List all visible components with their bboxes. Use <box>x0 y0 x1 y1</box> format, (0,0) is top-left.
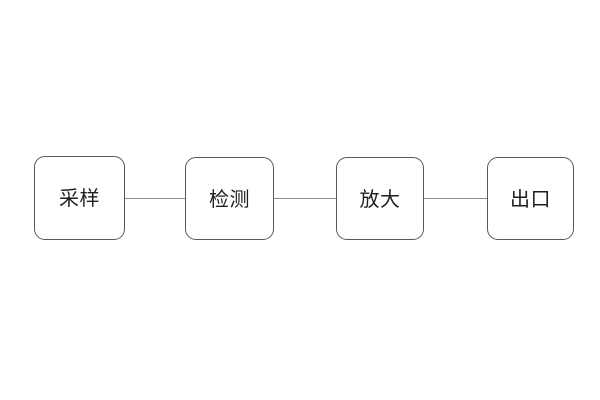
node-label-sampling: 采样 <box>59 186 100 210</box>
node-label-outlet: 出口 <box>510 186 551 211</box>
node-amplify[interactable]: 放大 <box>336 157 424 240</box>
connector-amplify-outlet <box>424 198 487 199</box>
node-label-detection: 检测 <box>209 186 250 211</box>
node-label-amplify: 放大 <box>359 186 401 211</box>
node-outlet[interactable]: 出口 <box>487 157 574 240</box>
node-sampling[interactable]: 采样 <box>34 156 125 240</box>
connector-detection-amplify <box>274 198 336 199</box>
node-detection[interactable]: 检测 <box>185 157 274 240</box>
connector-sampling-detection <box>125 198 185 199</box>
